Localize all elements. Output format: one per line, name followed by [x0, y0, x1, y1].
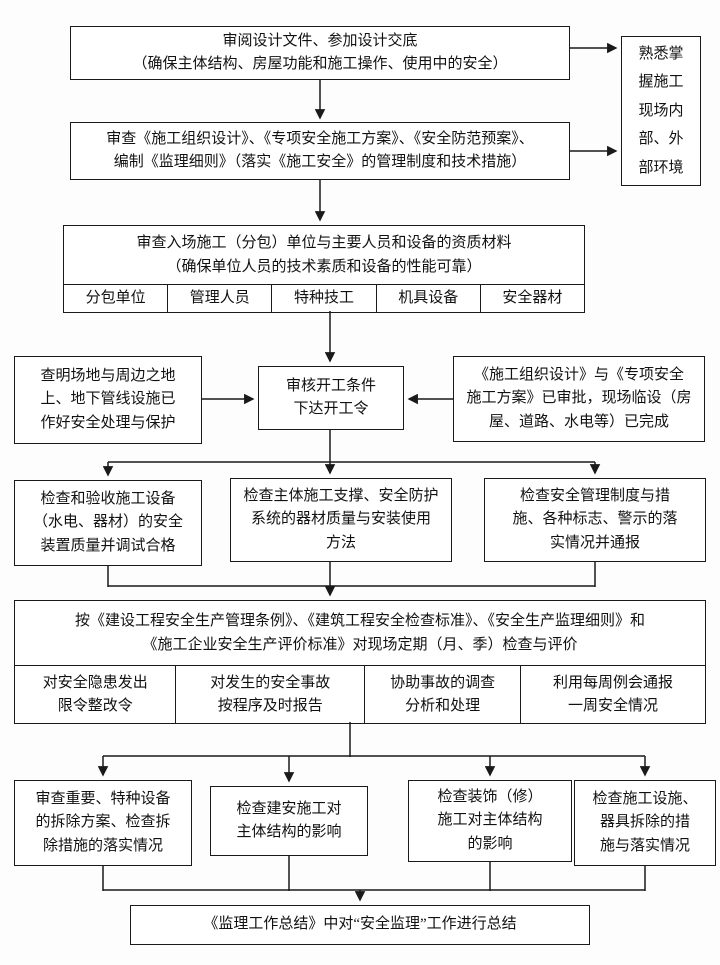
node-plans-approved: 《施工组织设计》与《专项安全 施工方案》已审批，现场临设（房 屋、道路、水电等）… — [453, 356, 705, 442]
node-site-survey: 查明场地与周边之地 上、地下管线设施已 作好安全处理与保护 — [14, 356, 202, 444]
node-check-facility-removal: 检查施工设施、 器具拆除的措 施与落实情况 — [574, 780, 716, 866]
cell-special-technicians: 特种技工 — [271, 285, 375, 312]
periodic-header: 按《建设工程安全生产管理条例》、《建筑工程安全检查标准》、《安全生产监理细则》和… — [74, 613, 645, 653]
cell-accident-report: 对发生的安全事故 按程序及时报告 — [175, 666, 364, 723]
qualification-cells: 分包单位 管理人员 特种技工 机具设备 安全器材 — [64, 284, 584, 312]
qualification-header: 审查入场施工（分包）单位与主要人员和设备的资质材料 （确保单位人员的技术素质和设… — [136, 235, 512, 275]
node-review-plans: 审查《施工组织设计》、《专项安全施工方案》、《安全防范预案》、 编制《监理细则》… — [70, 122, 570, 180]
node-check-decoration: 检查装饰（修） 施工对主体结构 的影响 — [408, 780, 572, 862]
cell-rectification-order: 对安全隐患发出 限令整改令 — [42, 675, 148, 714]
node-check-equipment: 检查和验收施工设备 （水电、器材）的安全 装置质量并调试合格 — [14, 480, 202, 566]
node-summary: 《监理工作总结》中对“安全监理”工作进行总结 — [130, 905, 590, 945]
cell-machinery-equipment: 机具设备 — [375, 285, 480, 312]
cell-accident-investigation: 协助事故的调查 分析和处理 — [364, 666, 520, 723]
node-approve-start: 审核开工条件 下达开工令 — [258, 366, 404, 430]
cell-weekly-briefing: 利用每周例会通报 一周安全情况 — [519, 666, 705, 723]
node-familiarize-environment: 熟悉掌 握施工 现场内 部、外 部环境 — [621, 36, 701, 186]
node-review-demolition: 审查重要、特种设备 的拆除方案、检查拆 除措施的落实情况 — [14, 780, 192, 866]
node-review-qualification: 审查入场施工（分包）单位与主要人员和设备的资质材料 （确保单位人员的技术素质和设… — [63, 225, 585, 313]
node-check-support: 检查主体施工支撑、安全防护 系统的器材质量与安装使用 方法 — [230, 478, 452, 562]
node-check-construction: 检查建安施工对 主体结构的影响 — [210, 786, 368, 856]
cell-safety-apparatus: 安全器材 — [479, 285, 584, 312]
cell-subcontract-unit: 分包单位 — [85, 290, 146, 307]
node-check-management: 检查安全管理制度与措 施、各种标志、警示的落 实情况并通报 — [484, 478, 706, 562]
cell-management-staff: 管理人员 — [167, 285, 271, 312]
periodic-cells: 对安全隐患发出 限令整改令 对发生的安全事故 按程序及时报告 协助事故的调查 分… — [15, 665, 705, 723]
node-periodic-check: 按《建设工程安全生产管理条例》、《建筑工程安全检查标准》、《安全生产监理细则》和… — [14, 600, 706, 724]
node-review-design: 审阅设计文件、参加设计交底 （确保主体结构、房屋功能和施工操作、使用中的安全） — [70, 26, 570, 80]
